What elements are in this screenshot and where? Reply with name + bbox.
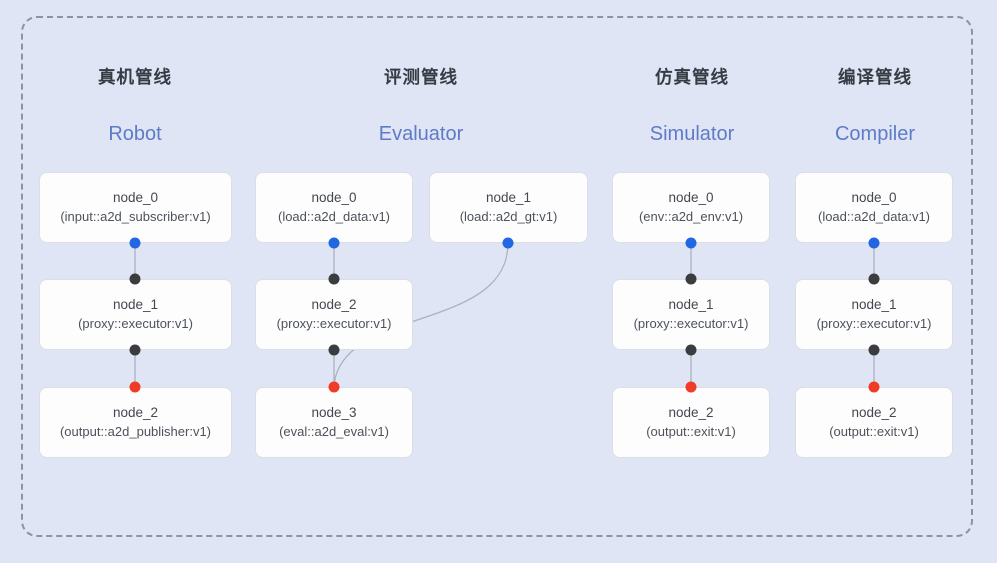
node-type: (output::exit:v1) [829, 424, 919, 440]
node-name: node_0 [112, 190, 159, 206]
node-box-evaluator-node2: node_2 (proxy::executor:v1) [255, 279, 413, 350]
pipeline-title-zh-evaluator: 评测管线 [384, 67, 458, 87]
node-box-evaluator-node0: node_0 (load::a2d_data:v1) [255, 172, 413, 243]
pipeline-subtitle-en-compiler: Compiler [834, 123, 916, 145]
node-type: (output::exit:v1) [646, 424, 736, 440]
node-box-compiler-node0: node_0 (load::a2d_data:v1) [795, 172, 953, 243]
pipeline-title-zh-robot: 真机管线 [98, 67, 172, 87]
node-type: (env::a2d_env:v1) [638, 209, 744, 225]
node-box-simulator-node1: node_1 (proxy::executor:v1) [612, 279, 770, 350]
pipeline-subtitle-en-robot: Robot [108, 123, 162, 145]
node-box-evaluator-node1: node_1 (load::a2d_gt:v1) [429, 172, 588, 243]
node-name: node_0 [851, 190, 897, 206]
node-box-compiler-node2: node_2 (output::exit:v1) [795, 387, 953, 458]
node-box-evaluator-node3: node_3 (eval::a2d_eval:v1) [255, 387, 413, 458]
node-name: node_1 [112, 297, 159, 313]
pipeline-subtitle-en-evaluator: Evaluator [378, 123, 464, 145]
node-type: (input::a2d_subscriber:v1) [60, 209, 211, 225]
node-type: (proxy::executor:v1) [276, 316, 392, 332]
node-name: node_1 [851, 297, 897, 313]
node-name: node_2 [668, 405, 714, 421]
node-type: (load::a2d_data:v1) [817, 209, 931, 225]
node-box-compiler-node1: node_1 (proxy::executor:v1) [795, 279, 953, 350]
node-box-robot-node0: node_0 (input::a2d_subscriber:v1) [39, 172, 232, 243]
node-box-simulator-node2: node_2 (output::exit:v1) [612, 387, 770, 458]
node-name: node_2 [112, 405, 159, 421]
node-type: (proxy::executor:v1) [633, 316, 749, 332]
node-name: node_2 [851, 405, 897, 421]
node-type: (proxy::executor:v1) [816, 316, 932, 332]
node-name: node_0 [668, 190, 714, 206]
node-name: node_3 [311, 405, 357, 421]
node-type: (load::a2d_data:v1) [277, 209, 391, 225]
node-name: node_2 [311, 297, 357, 313]
node-box-simulator-node0: node_0 (env::a2d_env:v1) [612, 172, 770, 243]
dashed-frame [21, 16, 973, 537]
node-box-robot-node1: node_1 (proxy::executor:v1) [39, 279, 232, 350]
node-type: (output::a2d_publisher:v1) [59, 424, 212, 440]
node-type: (proxy::executor:v1) [78, 316, 193, 332]
pipeline-title-zh-compiler: 编译管线 [838, 67, 912, 87]
node-name: node_1 [485, 190, 532, 206]
node-name: node_1 [668, 297, 714, 313]
node-box-robot-node2: node_2 (output::a2d_publisher:v1) [39, 387, 232, 458]
node-type: (eval::a2d_eval:v1) [279, 424, 389, 440]
pipeline-title-zh-simulator: 仿真管线 [655, 67, 729, 87]
node-type: (load::a2d_gt:v1) [459, 209, 558, 225]
node-name: node_0 [311, 190, 357, 206]
pipeline-subtitle-en-simulator: Simulator [649, 123, 735, 145]
